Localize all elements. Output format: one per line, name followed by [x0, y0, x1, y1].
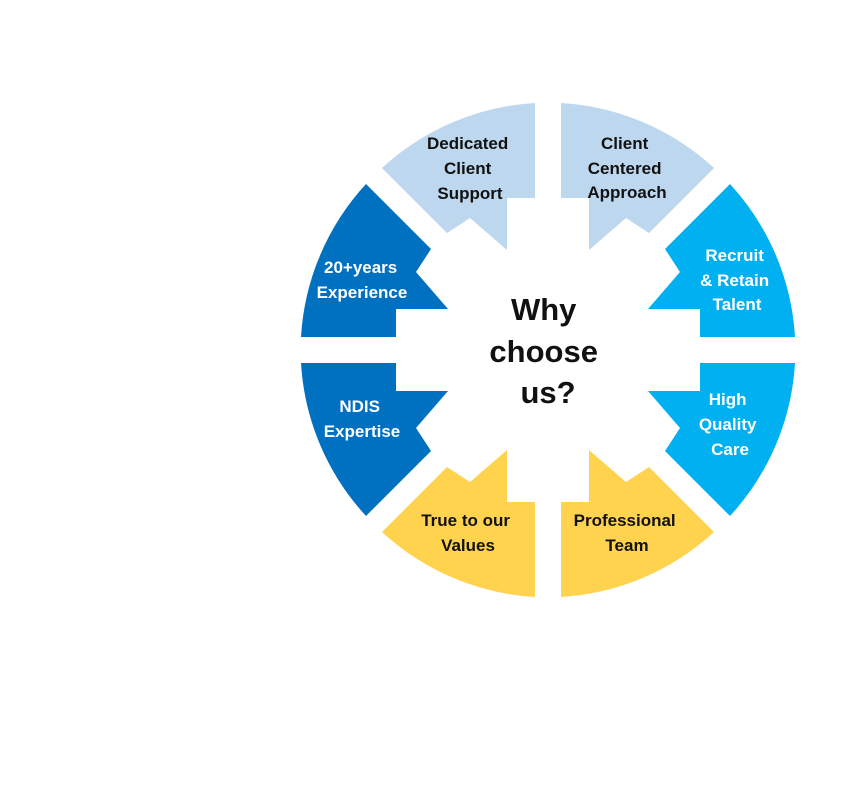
segment-dedicated-client-support	[382, 103, 535, 250]
segment-label-true-to-our-values: True to our Values	[421, 511, 515, 555]
segment-label-recruit-retain-talent: Recruit & Retain Talent	[700, 246, 774, 314]
segment-experience	[301, 184, 448, 337]
segment-recruit-retain-talent	[648, 184, 795, 337]
segment-label-high-quality-care: High Quality Care	[699, 390, 761, 459]
segment-label-client-centered-approach: Client Centered Approach	[587, 134, 666, 202]
segment-ndis-expertise	[301, 363, 448, 516]
segment-label-dedicated-client-support: Dedicated Client Support	[427, 134, 513, 203]
center-title: Why choose us?	[489, 292, 606, 410]
segment-high-quality-care	[648, 363, 795, 516]
segment-true-to-our-values	[382, 450, 535, 597]
segment-label-ndis-expertise: NDIS Expertise	[324, 397, 401, 441]
segment-client-centered-approach	[561, 103, 714, 250]
segment-label-experience: 20+years Experience	[317, 258, 408, 302]
segment-label-professional-team: Professional Team	[574, 511, 681, 555]
segment-professional-team	[561, 450, 714, 597]
